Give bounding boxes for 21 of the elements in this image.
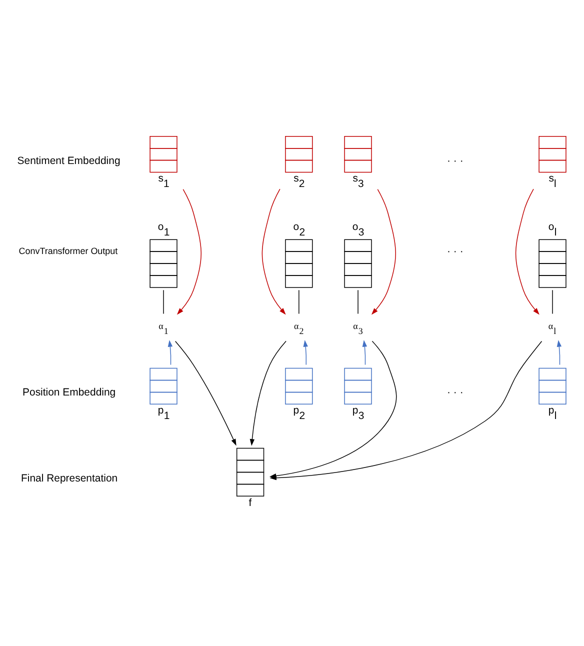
label: · · · bbox=[447, 388, 464, 399]
arrow bbox=[168, 340, 173, 366]
label: Position Embedding bbox=[22, 388, 116, 399]
arrow bbox=[262, 188, 286, 315]
arrow bbox=[303, 340, 308, 366]
label: Final Representation bbox=[21, 474, 118, 485]
arrow bbox=[371, 188, 396, 315]
node-label: f bbox=[248, 498, 252, 510]
label: Sentiment Embedding bbox=[17, 156, 120, 167]
arrow bbox=[556, 340, 562, 366]
connector bbox=[163, 290, 164, 314]
arrow bbox=[176, 188, 202, 315]
label: · · · bbox=[447, 246, 464, 258]
connector bbox=[552, 290, 553, 314]
arrow bbox=[250, 340, 286, 446]
connector bbox=[298, 290, 300, 314]
arrow bbox=[174, 340, 236, 446]
arrow bbox=[515, 188, 540, 315]
arrow bbox=[362, 340, 368, 366]
label: · · · bbox=[447, 156, 464, 167]
label: ConvTransformer Output bbox=[18, 246, 118, 256]
